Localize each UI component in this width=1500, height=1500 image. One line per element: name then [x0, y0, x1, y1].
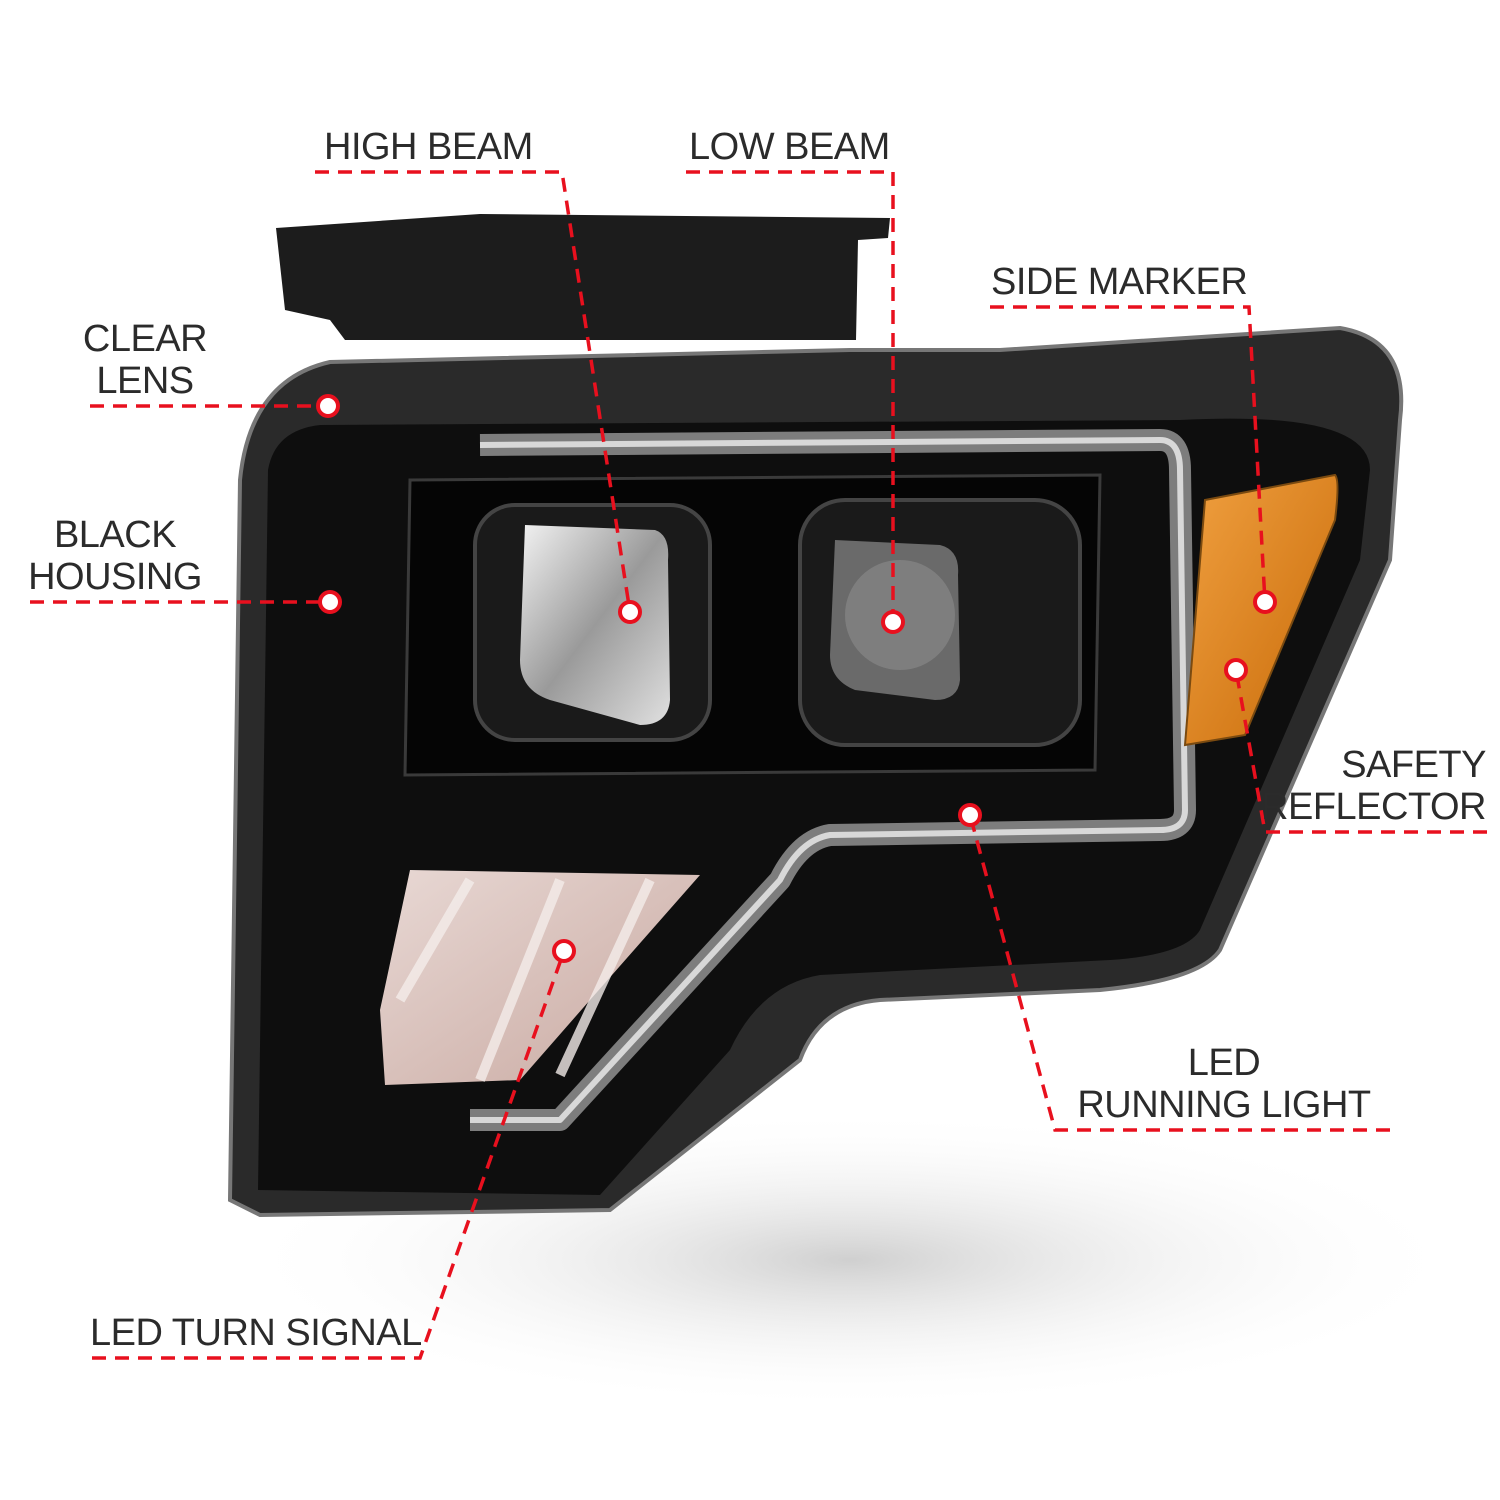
clear-lens-dot	[316, 394, 340, 418]
low-beam-dot	[881, 610, 905, 634]
low-beam-leader	[686, 170, 895, 622]
led-running-light-dot	[958, 803, 982, 827]
safety-reflector-label: SAFETY REFLECTOR	[1261, 744, 1486, 828]
safety-reflector-line2: REFLECTOR	[1261, 786, 1486, 828]
black-housing-line1: BLACK	[53, 514, 177, 556]
safety-reflector-leader	[1234, 669, 1487, 834]
clear-lens-line1: CLEAR	[82, 318, 208, 360]
callout-dots	[316, 394, 1277, 963]
high-beam-reflector	[520, 525, 670, 725]
black-housing-label: BLACK HOUSING	[15, 514, 215, 598]
side-marker-dot	[1253, 590, 1277, 614]
led-running-light-line2: RUNNING LIGHT	[1077, 1084, 1371, 1126]
clear-lens-label: CLEAR LENS	[45, 318, 245, 402]
high-beam-dot	[618, 600, 642, 624]
callout-lines	[30, 170, 1487, 1360]
led-running-light-leader	[968, 814, 1390, 1132]
led-running-light-line1: LED	[1187, 1042, 1261, 1084]
led-turn-signal-leader	[92, 950, 566, 1360]
led-running-light-label: LED RUNNING LIGHT	[1074, 1042, 1374, 1126]
mounting-bracket	[276, 214, 890, 340]
led-turn-signal-lens	[380, 870, 700, 1085]
led-turn-signal-dot	[552, 939, 576, 963]
low-beam-label: LOW BEAM	[689, 126, 890, 168]
safety-reflector-line1: SAFETY	[1341, 744, 1486, 786]
side-marker-label: SIDE MARKER	[991, 261, 1248, 303]
led-turn-signal-label: LED TURN SIGNAL	[90, 1312, 422, 1354]
high-beam-label: HIGH BEAM	[324, 126, 533, 168]
black-housing-line2: HOUSING	[28, 556, 202, 598]
black-housing-dot	[318, 590, 342, 614]
high-beam-leader	[315, 170, 632, 613]
clear-lens-line2: LENS	[96, 360, 194, 402]
side-marker-leader	[990, 305, 1267, 603]
safety-reflector-dot	[1224, 658, 1248, 682]
